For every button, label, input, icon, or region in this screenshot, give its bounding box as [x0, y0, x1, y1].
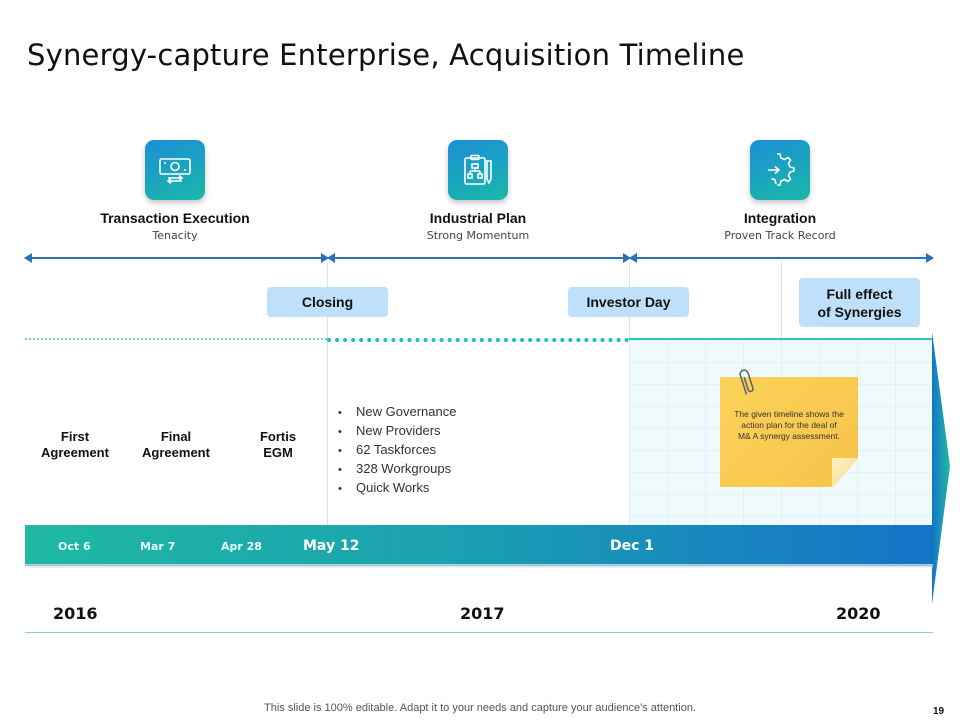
phase-subtitle: Strong Momentum: [426, 229, 530, 242]
phase-industrial-plan: Industrial Plan Strong Momentum: [358, 140, 598, 242]
page-title: Synergy-capture Enterprise, Acquisition …: [27, 38, 745, 72]
event-label-line: Final: [160, 429, 192, 444]
timeline-bar-shadow: [25, 564, 933, 569]
phase-name: Transaction Execution: [100, 210, 250, 226]
list-item: New Governance: [338, 403, 456, 422]
year-label: 2017: [460, 604, 505, 623]
date-label: Oct 6: [58, 540, 91, 553]
date-label: Dec 1: [610, 538, 655, 554]
phase-transaction-execution: Transaction Execution Tenacity: [55, 140, 295, 242]
event-fortis-egm: Fortis EGM: [228, 429, 328, 461]
clipboard-plan-icon: [448, 140, 508, 200]
event-first-agreement: First Agreement: [25, 429, 125, 461]
milestone-investor-day: Investor Day: [568, 287, 689, 317]
footer-note: This slide is 100% editable. Adapt it to…: [264, 702, 696, 714]
gear-integration-icon: [750, 140, 810, 200]
timeline-dotted-line: [25, 338, 327, 340]
date-label: Apr 28: [221, 540, 262, 553]
event-label-line: Fortis: [259, 429, 297, 444]
phase-subtitle: Tenacity: [152, 229, 198, 242]
list-item: 328 Workgroups: [338, 460, 456, 479]
timeline-bar: [25, 525, 933, 566]
event-label-line: Agreement: [41, 445, 109, 460]
milestone-label-line: of Synergies: [817, 303, 902, 320]
page-number: 19: [933, 706, 945, 717]
milestone-full-effect: Full effect of Synergies: [799, 278, 920, 327]
integration-panel: [629, 338, 933, 525]
year-label: 2016: [53, 604, 98, 623]
phase-subtitle: Proven Track Record: [724, 229, 836, 242]
event-label-line: Agreement: [142, 445, 210, 460]
date-label: Mar 7: [140, 540, 176, 553]
phase-integration: Integration Proven Track Record: [660, 140, 900, 242]
year-axis-line: [25, 632, 933, 633]
event-final-agreement: Final Agreement: [126, 429, 226, 461]
paperclip-icon: [739, 369, 754, 395]
milestone-closing: Closing: [267, 287, 388, 317]
phase-name: Integration: [743, 210, 817, 226]
timeline-dotted-line: [327, 338, 629, 342]
phase-name: Industrial Plan: [429, 210, 527, 226]
money-exchange-icon: [145, 140, 205, 200]
event-label-line: First: [60, 429, 90, 444]
timeline-end-arrow: [932, 332, 950, 604]
list-item: 62 Taskforces: [338, 441, 456, 460]
guide-line: [781, 262, 782, 338]
industrial-plan-bullets: New Governance New Providers 62 Taskforc…: [338, 403, 456, 498]
year-label: 2020: [836, 604, 881, 623]
phase-span-arrow: [24, 253, 329, 263]
milestone-label-line: Full effect: [826, 285, 893, 302]
list-item: Quick Works: [338, 479, 456, 498]
list-item: New Providers: [338, 422, 456, 441]
guide-line: [327, 262, 328, 525]
sticky-note-text: The given timeline shows the action plan…: [734, 409, 844, 441]
event-label-line: EGM: [263, 445, 293, 460]
phase-span-arrow: [327, 253, 631, 263]
date-label: May 12: [303, 538, 360, 554]
phase-span-arrow: [629, 253, 934, 263]
